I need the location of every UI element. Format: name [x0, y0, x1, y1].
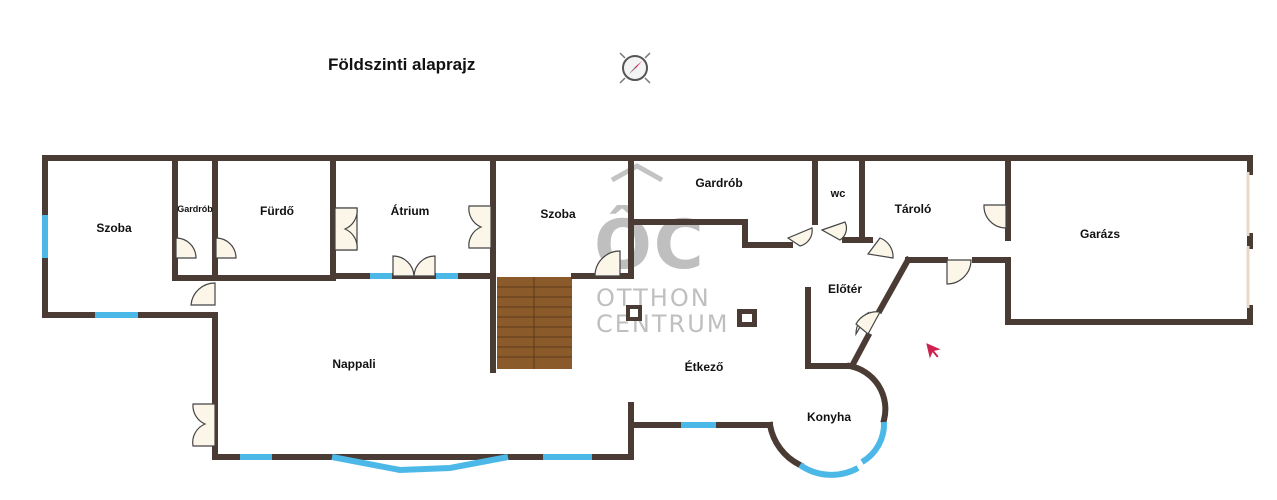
door-gardrob [175, 237, 197, 259]
windows [42, 215, 888, 478]
room-label-etkezo: Étkező [685, 359, 724, 374]
room-label-szoba-left: Szoba [96, 221, 132, 235]
compass-icon [619, 52, 651, 84]
watermark: ÔC OTTHON CENTRUM [594, 163, 729, 338]
room-label-konyha: Konyha [807, 410, 851, 424]
doors [175, 204, 1007, 447]
room-label-tarolo: Tároló [895, 202, 932, 216]
door-szoba-mid [594, 250, 621, 277]
room-label-eloter: Előtér [828, 282, 862, 296]
watermark-line1: OTTHON [596, 284, 711, 312]
door-nappali [192, 403, 216, 447]
room-label-garazs: Garázs [1080, 227, 1120, 241]
room-label-gardrob-small: Gardrób [177, 204, 213, 214]
room-label-furdo: Fürdő [260, 204, 294, 218]
plan-title: Földszinti alaprajz [328, 55, 476, 74]
door-atrium-left [334, 207, 358, 251]
room-label-szoba-mid: Szoba [540, 207, 576, 221]
watermark-line2: CENTRUM [596, 310, 729, 338]
door-gardrob-mid [786, 227, 813, 247]
room-label-gardrob: Gardrób [695, 176, 742, 190]
room-label-wc: wc [830, 188, 846, 200]
door-tarolo-left [866, 237, 894, 259]
room-label-nappali: Nappali [332, 357, 375, 371]
room-labels: Szoba Gardrób Fürdő Átrium Szoba Gardrób… [96, 176, 1120, 424]
pointer-arrow-icon [926, 343, 941, 359]
room-label-atrium: Átrium [391, 203, 430, 218]
door-tarolo [983, 204, 1007, 229]
door-furdo [215, 237, 237, 259]
door-atrium-double [392, 255, 436, 277]
door-szoba-left [190, 282, 216, 306]
door-eloter-main [946, 259, 972, 285]
door-atrium-right [468, 205, 492, 249]
door-wc [820, 221, 848, 241]
stairs [497, 277, 572, 369]
